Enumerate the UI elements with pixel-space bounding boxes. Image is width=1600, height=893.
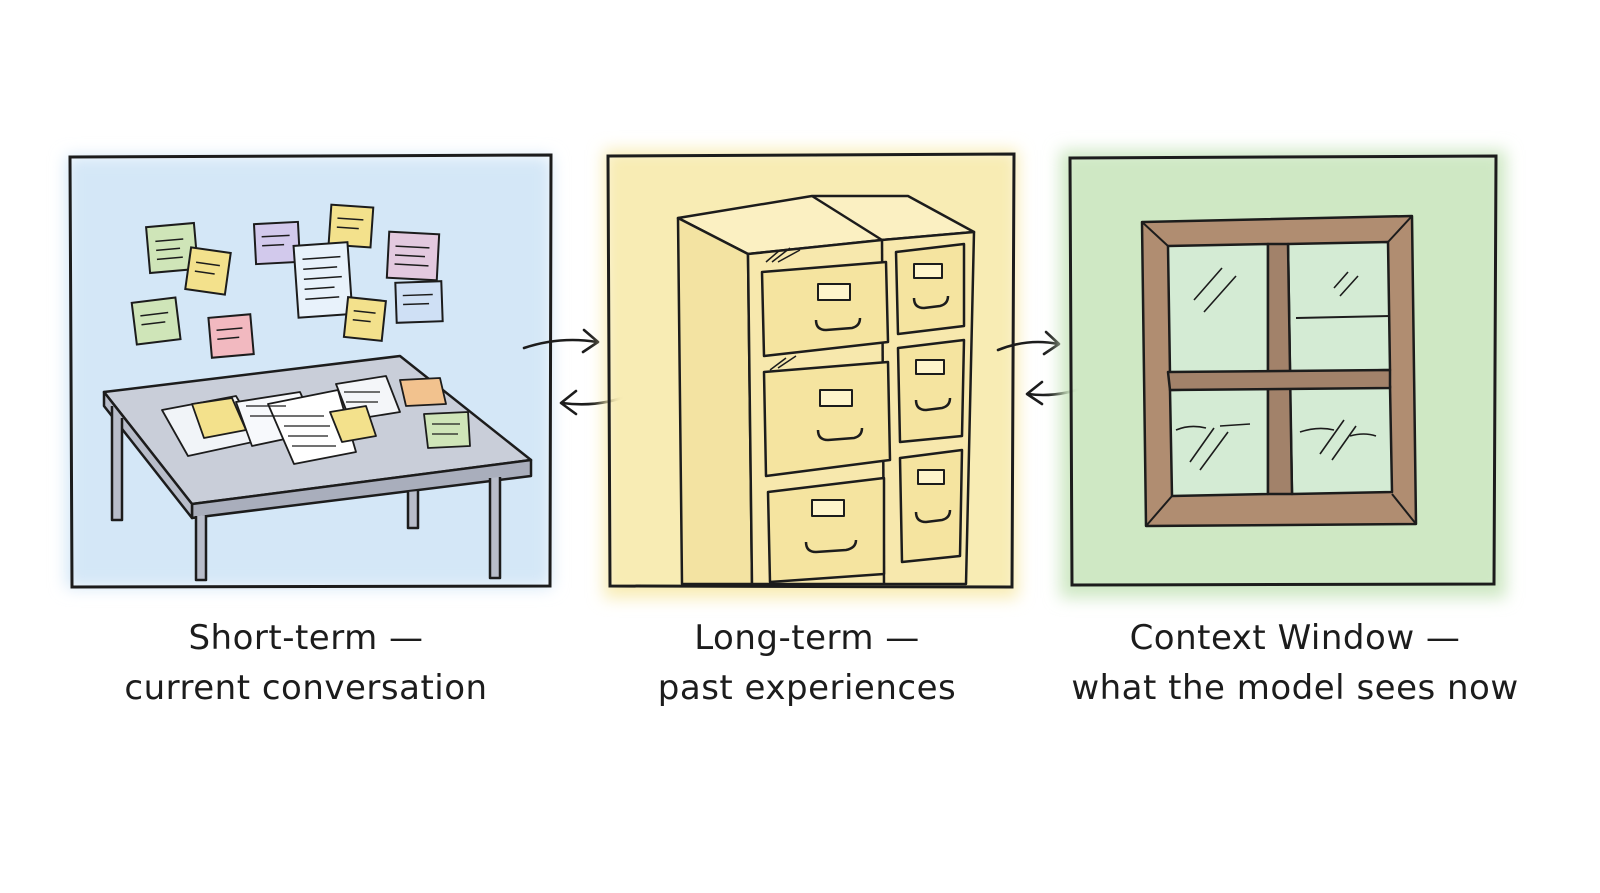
bidirectional-arrow-icon (996, 330, 1090, 406)
window-pane (1286, 240, 1392, 374)
sticky-note (385, 230, 441, 282)
short-term-panel (66, 153, 553, 589)
cabinet-drawer (766, 476, 886, 584)
short-term-subtitle: current conversation (124, 668, 488, 708)
long-term-frame (606, 152, 1016, 589)
short-term-frame (68, 153, 553, 589)
sticky-note (394, 280, 444, 324)
window-pane (1288, 384, 1394, 496)
context-window-subtitle: what the model sees now (1071, 668, 1519, 708)
long-term-subtitle: past experiences (657, 668, 957, 708)
context-window-title: Context Window — (1129, 618, 1461, 658)
sticky-note (327, 203, 375, 249)
window (1140, 214, 1418, 528)
sticky-note (184, 246, 232, 296)
cabinet-drawer (760, 247, 890, 358)
cabinet-drawer (896, 338, 966, 444)
window-pane (1166, 242, 1270, 376)
window-pane (1168, 386, 1270, 498)
paper-sheet (292, 241, 354, 319)
window-mullion (1266, 242, 1294, 496)
window-transom (1166, 368, 1392, 392)
desk-side-edge (102, 390, 194, 520)
cabinet-drawer (894, 242, 966, 336)
sticky-note (252, 220, 302, 266)
cabinet-drawer (762, 355, 892, 478)
desk-papers (161, 375, 471, 465)
short-term-caption: Short-term — current conversation (66, 613, 546, 713)
glass-reflection (1175, 267, 1377, 471)
cabinet-side (676, 216, 754, 586)
context-window-caption: Context Window — what the model sees now (1050, 613, 1540, 713)
context-window-frame (1068, 154, 1498, 587)
desk-leg (110, 406, 124, 522)
sticky-note (342, 296, 387, 342)
sticky-note (145, 221, 199, 275)
desk-leg (488, 477, 502, 580)
long-term-panel (604, 150, 1018, 598)
desk-leg (406, 491, 420, 530)
desk-leg (194, 515, 208, 582)
sticky-note (130, 296, 182, 346)
wall-sticky-notes (130, 203, 444, 359)
long-term-title: Long-term — (694, 618, 920, 658)
cabinet-drawer (898, 448, 964, 564)
sticky-note (207, 313, 255, 359)
context-window-panel (1060, 150, 1506, 598)
filing-cabinet (676, 194, 976, 586)
short-term-title: Short-term — (188, 618, 424, 658)
desk (102, 354, 533, 582)
long-term-caption: Long-term — past experiences (592, 613, 1022, 713)
